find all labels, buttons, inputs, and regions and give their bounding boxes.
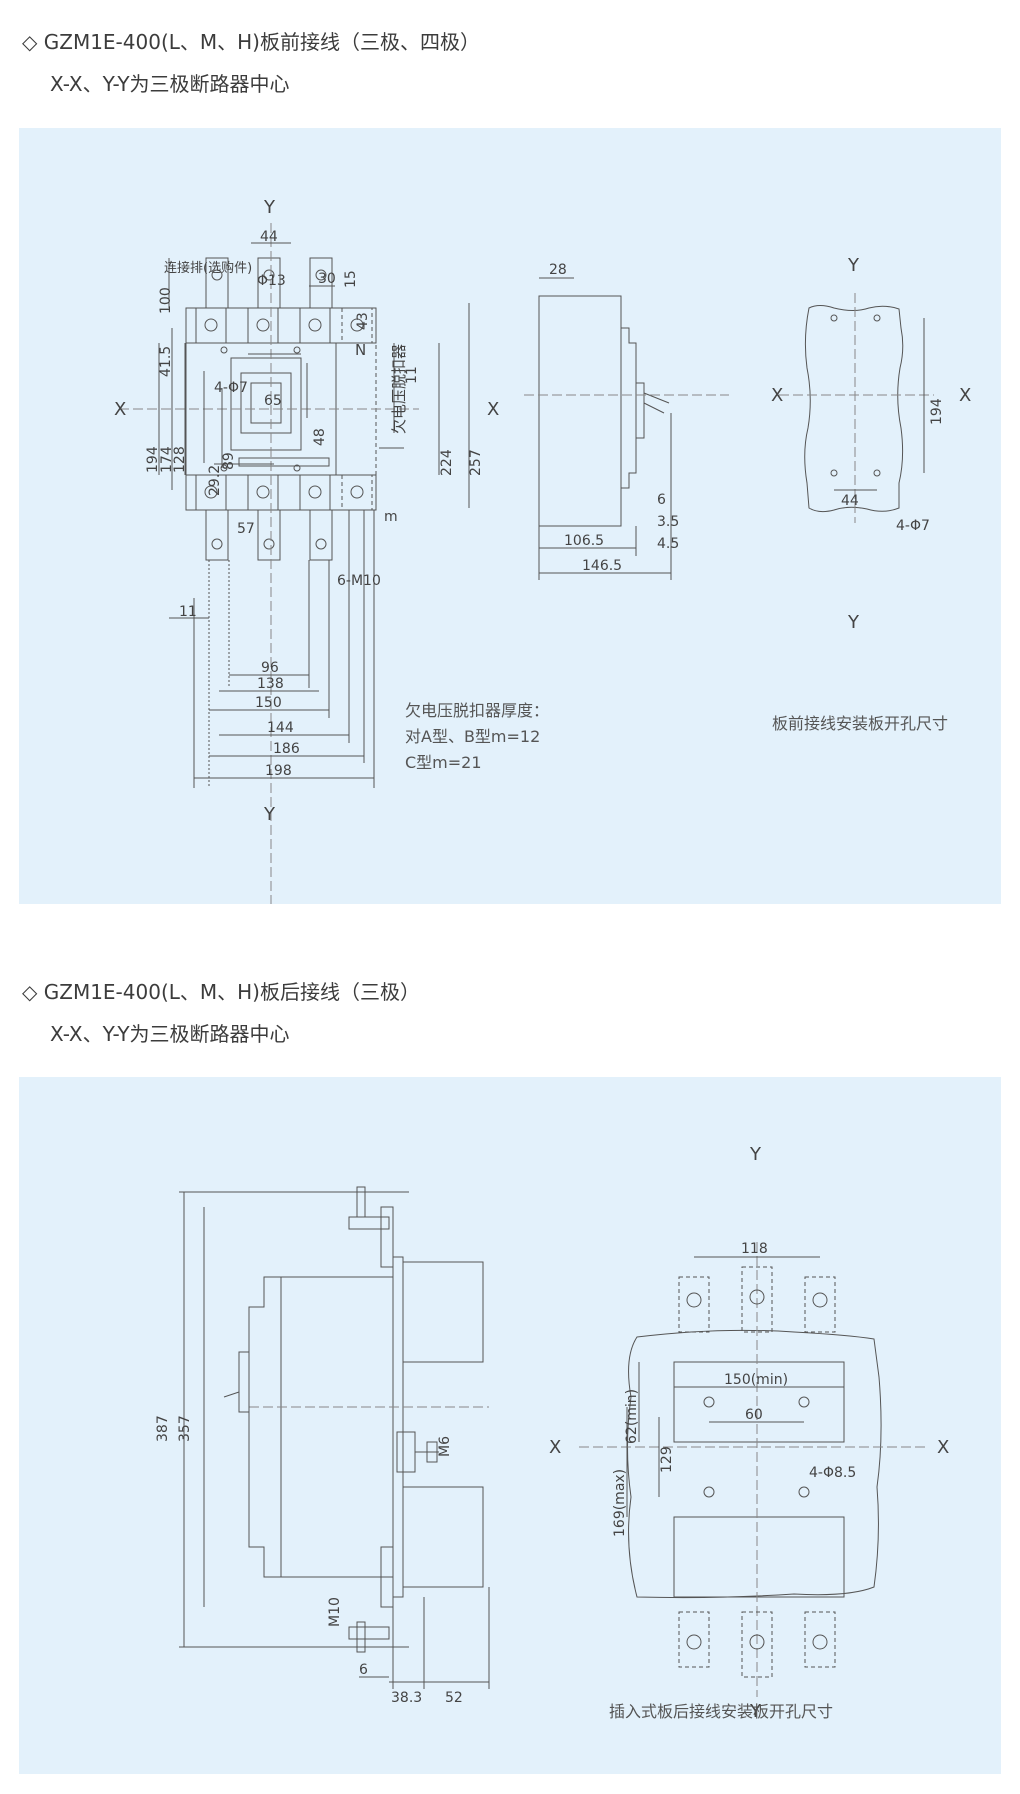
dim-41-5: 41.5 [158, 346, 174, 377]
section1-title: ◇ GZM1E-400(L、M、H)板前接线（三极、四极） [22, 30, 480, 54]
dim-11-top: 11 [404, 366, 420, 384]
dim-96: 96 [261, 660, 279, 676]
rear-panel-axis-x-right: X [937, 1437, 949, 1458]
dim-174: 174 [159, 446, 175, 473]
uv-release-label: 欠电压脱扣器 [390, 344, 408, 434]
rear-panel-axis-x-left: X [549, 1437, 561, 1458]
front-wiring-drawing: Y Y X X N 连接排(选购件) 欠电压脱扣器 44 Φ13 30 15 1… [114, 197, 971, 904]
rear-dim-m10: M10 [327, 1597, 343, 1627]
dim-11-bottom: 11 [179, 604, 197, 620]
dim-100: 100 [158, 287, 174, 314]
rear-dim-52: 52 [445, 1690, 463, 1706]
front-axis-y-bottom: Y [263, 804, 276, 825]
front-wiring-diagram-panel: Y Y X X N 连接排(选购件) 欠电压脱扣器 44 Φ13 30 15 1… [19, 128, 1001, 904]
rear-dim-m6: M6 [437, 1436, 453, 1457]
rear-dim-38-3: 38.3 [391, 1690, 422, 1706]
rear-panel-dim-129: 129 [659, 1446, 675, 1473]
panel-dim-4-phi7: 4-Φ7 [896, 518, 930, 534]
front-panel-caption: 板前接线安装板开孔尺寸 [772, 714, 949, 733]
dim-15: 15 [343, 270, 359, 288]
rear-panel-axis-y-bottom: Y [749, 1701, 762, 1722]
rear-dim-387: 387 [155, 1415, 171, 1442]
rear-panel-dim-169max: 169(max) [612, 1469, 628, 1537]
rear-wiring-drawing: 387 357 M6 M10 6 38.3 52 118 62(min) 150… [155, 1144, 949, 1722]
dim-144: 144 [267, 720, 294, 736]
side-dim-3-5: 3.5 [657, 514, 679, 530]
dim-48: 48 [312, 428, 328, 446]
dim-257: 257 [468, 449, 484, 476]
rear-wiring-diagram-panel: 387 357 M6 M10 6 38.3 52 118 62(min) 150… [19, 1077, 1001, 1774]
pole-n-label: N [355, 341, 366, 359]
dim-44: 44 [260, 229, 278, 245]
dim-224: 224 [439, 449, 455, 476]
dim-30: 30 [318, 271, 336, 287]
front-axis-y-top: Y [263, 197, 276, 218]
rear-panel-dim-60: 60 [745, 1407, 763, 1423]
rear-panel-axis-y-top: Y [749, 1144, 762, 1165]
panel-axis-y-top: Y [847, 255, 860, 276]
mounting-plate-outline [804, 305, 904, 513]
dim-150: 150 [255, 695, 282, 711]
front-axis-x-left: X [114, 399, 126, 420]
dim-57: 57 [237, 521, 255, 537]
rear-panel-dim-4-phi8-5: 4-Φ8.5 [809, 1465, 856, 1481]
rear-panel-dim-118: 118 [741, 1241, 768, 1257]
front-axis-x-right: X [487, 399, 499, 420]
dim-65: 65 [264, 393, 282, 409]
dim-198: 198 [265, 763, 292, 779]
dim-89: 89 [221, 452, 237, 470]
dim-6-m10: 6-M10 [337, 573, 381, 589]
side-dim-28: 28 [549, 262, 567, 278]
section2-title: ◇ GZM1E-400(L、M、H)板后接线（三极） [22, 980, 420, 1004]
side-dim-146-5: 146.5 [582, 558, 622, 574]
rear-dim-357: 357 [177, 1415, 193, 1442]
fourth-pole-outline [335, 342, 377, 476]
dim-128: 128 [172, 446, 188, 473]
note-line-2: 对A型、B型m=12 [405, 727, 541, 746]
rear-mounting-plate-outline [627, 1329, 882, 1599]
side-dim-106-5: 106.5 [564, 533, 604, 549]
dim-138: 138 [257, 676, 284, 692]
rear-panel-dim-62min: 62(min) [624, 1389, 640, 1444]
note-line-1: 欠电压脱扣器厚度： [405, 701, 550, 720]
connector-label: 连接排(选购件) [164, 260, 252, 276]
breaker-side-body [538, 295, 622, 527]
section2-subtitle: X-X、Y-Y为三极断路器中心 [50, 1022, 290, 1046]
rear-panel-dim-150min: 150(min) [724, 1372, 788, 1388]
panel-axis-x-left: X [771, 385, 783, 406]
dim-m: m [384, 509, 398, 525]
dim-43: 43 [355, 312, 371, 330]
rear-breaker-body-left [248, 1276, 281, 1578]
panel-dim-44: 44 [841, 493, 859, 509]
section1-subtitle: X-X、Y-Y为三极断路器中心 [50, 72, 290, 96]
panel-axis-x-right: X [959, 385, 971, 406]
rear-panel-caption: 插入式板后接线安装板开孔尺寸 [609, 1702, 834, 1721]
dim-29-2: 29.2 [207, 465, 223, 496]
rear-dim-6: 6 [359, 1662, 368, 1678]
panel-dim-194: 194 [929, 398, 945, 425]
uv-release-thickness-note: 欠电压脱扣器厚度： 对A型、B型m=12 C型m=21 [405, 698, 549, 776]
note-line-3: C型m=21 [405, 753, 482, 772]
dim-4-phi7: 4-Φ7 [214, 380, 248, 396]
dim-194: 194 [145, 446, 161, 473]
dim-phi13: Φ13 [257, 273, 286, 289]
dim-186: 186 [273, 741, 300, 757]
side-dim-4-5: 4.5 [657, 536, 679, 552]
panel-axis-y-bottom: Y [847, 612, 860, 633]
side-dim-6: 6 [657, 492, 666, 508]
